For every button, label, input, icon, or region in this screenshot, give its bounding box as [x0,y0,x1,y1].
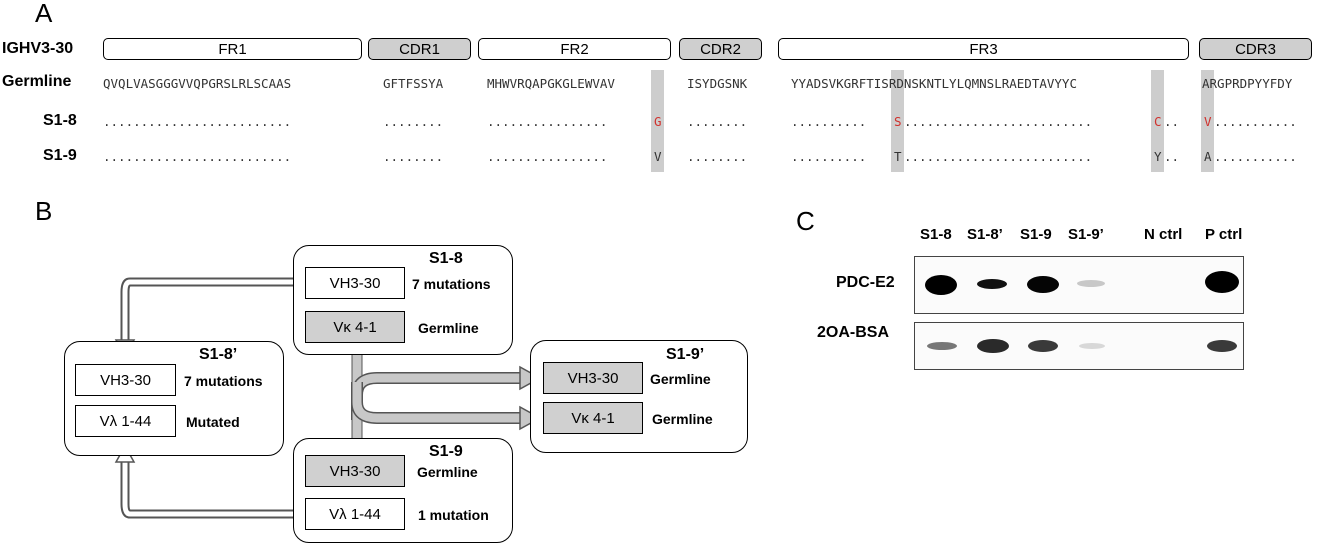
gene-s1-9-heavy: VH3-30 [305,455,405,487]
dots-s1-8-cdr1: ........ [383,114,444,129]
mutation-column-fr2 [651,70,664,172]
band-pdc-e2-s1-8p [977,279,1007,289]
status-s1-8p-heavy: 7 mutations [184,373,263,389]
blot-label-pdc-e2: PDC-E2 [836,274,895,291]
residue-s1-9-fr2: V [654,149,662,164]
band-pdc-e2-s1-9 [1027,276,1059,293]
status-s1-8-heavy: 7 mutations [412,276,491,292]
gene-s1-9p-heavy: VH3-30 [543,362,643,394]
region-cdr3: CDR3 [1199,38,1312,60]
panel-b-letter: B [35,196,53,226]
lane-label-6: P ctrl [1205,226,1243,243]
germline-label: Germline [2,73,72,90]
region-fr1: FR1 [103,38,362,60]
region-cdr1: CDR1 [368,38,471,60]
band-2oa-p-ctrl [1207,340,1237,352]
region-fr3: FR3 [778,38,1189,60]
mutation-s1-8-cdr3: V [1204,114,1212,129]
germline-fr1: QVQLVASGGGVVQPGRSLRLSCAAS [103,76,292,91]
status-s1-8-light: Germline [418,320,479,336]
gene-s1-9p-light: Vκ 4-1 [543,402,643,434]
residue-s1-9-fr3a: T [894,149,902,164]
gene-s1-8p-light: Vλ 1-44 [75,405,176,437]
mutation-column-cdr3 [1201,70,1214,172]
dots-s1-9-fr3c: .. [1164,149,1180,164]
region-cdr2: CDR2 [679,38,762,60]
arrow-s1-8-to-s1-8p [120,277,305,340]
lane-label-5: N ctrl [1144,226,1183,243]
blot-pdc-e2 [914,256,1244,314]
germline-cdr2: ISYDGSNK [687,76,748,91]
node-title-s1-8p: S1-8’ [199,346,238,363]
dots-s1-9-fr2: ................ [487,149,608,164]
mutation-column-fr3a [891,70,904,172]
band-pdc-e2-s1-9p [1077,280,1105,287]
region-fr2: FR2 [478,38,671,60]
node-title-s1-9p: S1-9’ [666,346,705,363]
dots-s1-9-cdr2: ........ [687,149,748,164]
gene-s1-8p-heavy: VH3-30 [75,364,176,396]
germline-cdr1: GFTFSSYA [383,76,444,91]
node-s1-8p [64,341,284,456]
node-title-s1-8: S1-8 [429,250,463,267]
band-pdc-e2-s1-8 [925,275,957,295]
dots-s1-8-fr3b: ......................... [904,114,1093,129]
dots-s1-9-fr1: ......................... [103,149,292,164]
band-2oa-s1-8 [927,342,957,350]
blot-label-2oa-bsa: 2OA-BSA [817,324,890,341]
germline-fr2: MHWVRQAPGKGLEWVAV [487,76,615,91]
gene-s1-9-light: Vλ 1-44 [305,498,405,530]
lane-label-2: S1-8’ [967,226,1003,243]
germline-cdr3: ARGPRDPYYFDY [1202,76,1293,91]
dots-s1-9-cdr3: ........... [1214,149,1297,164]
arrow-to-s1-9p-vk [351,382,522,424]
panel-c-letter: C [796,206,815,236]
dots-s1-9-cdr1: ........ [383,149,444,164]
status-s1-9-heavy: Germline [417,464,478,480]
mutation-column-fr3b [1151,70,1164,172]
mutation-s1-8-fr2: G [654,114,662,129]
lane-label-3: S1-9 [1020,226,1052,243]
dots-s1-9-fr3b: ......................... [904,149,1093,164]
arrow-s1-9-to-s1-8p [120,462,305,519]
dots-s1-8-fr2: ................ [487,114,608,129]
gene-s1-8-light: Vκ 4-1 [305,311,405,343]
dots-s1-8-fr3a: .......... [791,114,867,129]
band-2oa-s1-8p [977,339,1009,353]
status-s1-9p-heavy: Germline [650,371,711,387]
node-title-s1-9: S1-9 [429,443,463,460]
dots-s1-9-fr3a: .......... [791,149,867,164]
band-pdc-e2-p-ctrl [1205,271,1239,293]
gene-s1-8-heavy: VH3-30 [305,267,405,299]
residue-s1-9-fr3b: Y [1154,149,1162,164]
status-s1-9-light: 1 mutation [418,507,489,523]
dots-s1-8-fr1: ......................... [103,114,292,129]
lane-label-1: S1-8 [920,226,952,243]
blot-2oa-bsa [914,322,1244,370]
residue-s1-9-cdr3: A [1204,149,1212,164]
clone-label-s1-9: S1-9 [43,147,77,164]
mutation-s1-8-fr3b: C [1154,114,1162,129]
dots-s1-8-fr3c: .. [1164,114,1180,129]
germline-fr3: YYADSVKGRFTISRDNSKNTLYLQMNSLRAEDTAVYYC [791,76,1077,91]
band-2oa-s1-9 [1028,340,1058,352]
clone-label-s1-8: S1-8 [43,112,77,129]
band-2oa-s1-9p [1079,343,1105,349]
dots-s1-8-cdr2: ........ [687,114,748,129]
node-s1-9p [530,340,748,453]
mutation-s1-8-fr3a: S [894,114,902,129]
dots-s1-8-cdr3: ........... [1214,114,1297,129]
status-s1-9p-light: Germline [652,411,713,427]
status-s1-8p-light: Mutated [186,414,240,430]
lane-label-4: S1-9’ [1068,226,1104,243]
gene-label: IGHV3-30 [2,40,74,57]
panel-a-letter: A [35,0,53,28]
